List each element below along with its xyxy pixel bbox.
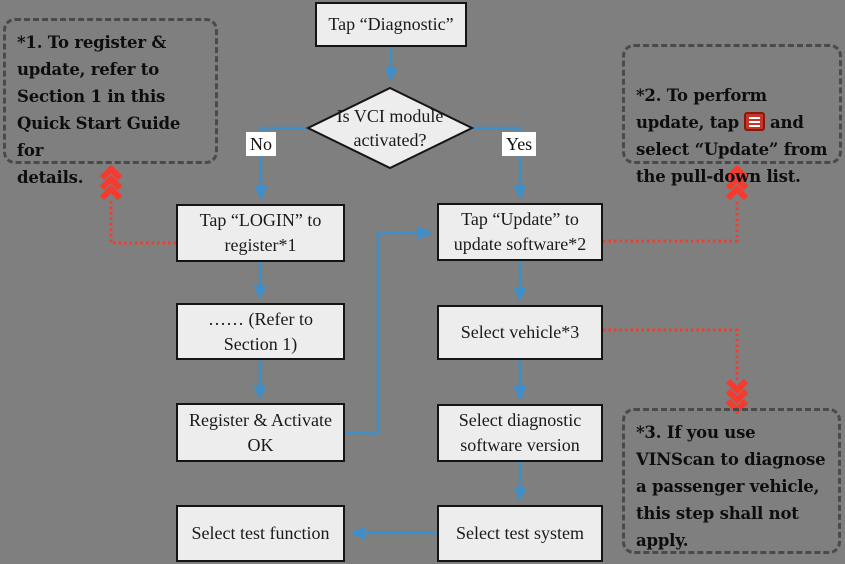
chevrons-up-note2 (725, 164, 749, 201)
callout-note2-text-start: *2. To perform update, tap (636, 86, 767, 132)
arrow-no-branch (254, 126, 308, 201)
node-tap-update: Tap “Update” to update software*2 (437, 203, 603, 261)
branch-label-yes: Yes (502, 132, 537, 156)
node-select-test-function: Select test function (176, 505, 345, 562)
node-register-activate-ok: Register & Activate OK (176, 403, 345, 462)
arrow-yes-branch (472, 126, 527, 200)
menu-icon (744, 112, 766, 131)
connector-note3 (603, 328, 739, 381)
decision-diamond (305, 86, 475, 170)
node-select-software-version: Select diagnostic software version (437, 404, 603, 462)
branch-label-no: No (246, 132, 276, 156)
node-tap-diagnostic: Tap “Diagnostic” (315, 2, 467, 47)
connector-note1 (109, 199, 176, 245)
callout-note3: *3. If you use VINScan to diagnose a pas… (622, 408, 841, 554)
chevrons-down-note3 (725, 378, 749, 415)
chevrons-up-note1 (99, 164, 123, 201)
callout-note2-text-end: and select “Update” from the pull-down l… (636, 113, 828, 186)
node-tap-login: Tap “LOGIN” to register*1 (176, 204, 345, 262)
decision-label: Is VCI module activated? (336, 105, 444, 150)
arrow-registerok-to-update (344, 226, 433, 435)
callout-note1: *1. To register & update, refer to Secti… (3, 18, 218, 187)
node-select-test-system: Select test system (437, 505, 603, 562)
node-refer-section1: …… (Refer to Section 1) (176, 303, 345, 360)
node-select-vehicle: Select vehicle*3 (437, 305, 603, 360)
connector-note2 (603, 199, 739, 243)
